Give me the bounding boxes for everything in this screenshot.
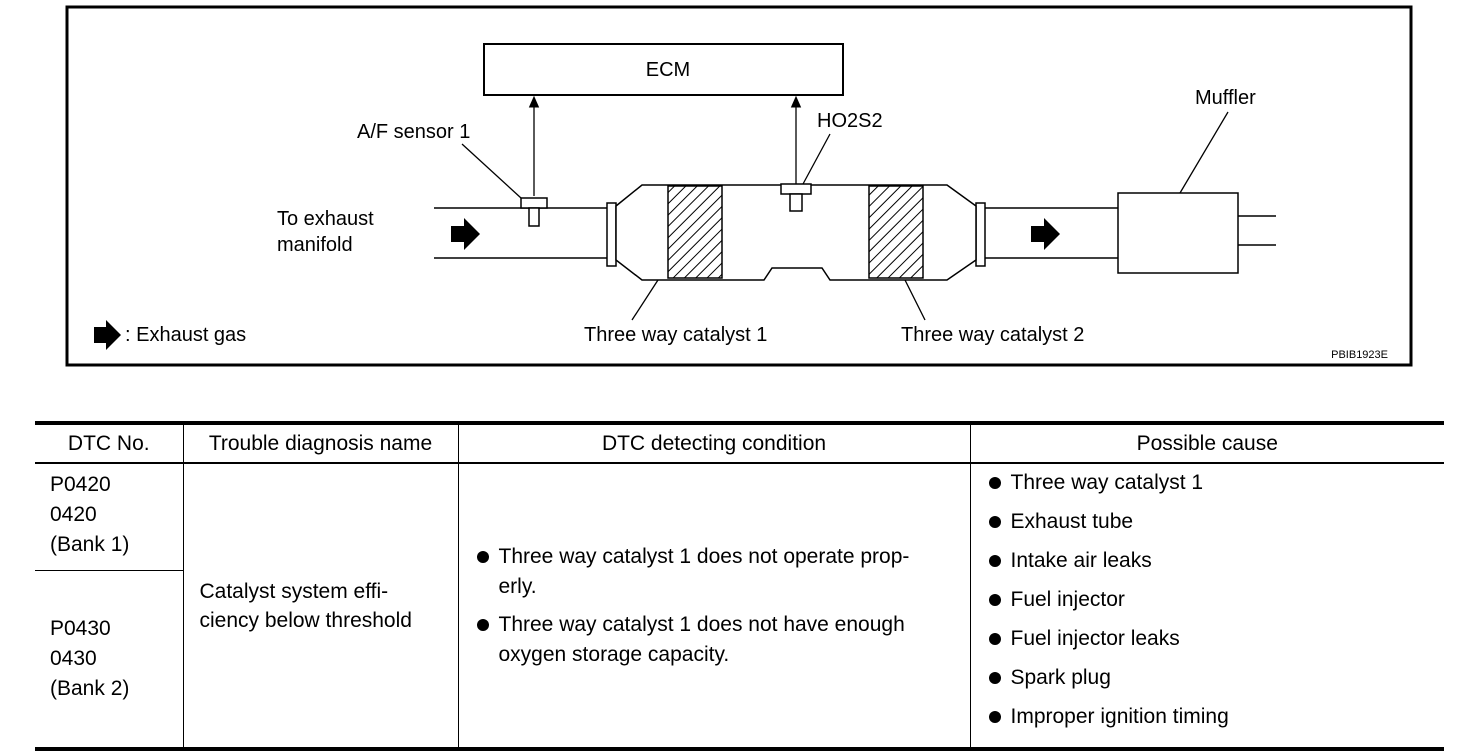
exhaust-system-diagram: ECM A/F sensor 1 HO2S2 Muffler To exhaus… (65, 5, 1413, 367)
dtc-number-bank1: P0420 0420 (Bank 1) (35, 463, 184, 571)
af-sensor-leader (461, 143, 522, 199)
dtc-code: P0420 (50, 473, 111, 496)
to-exhaust-label-line1: To exhaust (277, 208, 374, 230)
dtc-code-short: 0430 (50, 647, 97, 670)
catalyst-2-element (868, 185, 924, 279)
arrow-right-icon (94, 320, 121, 350)
catalyst-1-leader (631, 279, 659, 321)
header-diagnosis-name: Trouble diagnosis name (182, 423, 459, 463)
arrow-right-icon (451, 218, 480, 250)
condition-item: Three way catalyst 1 does not operate pr… (475, 542, 960, 602)
cause-item: Fuel injector leaks (987, 626, 1445, 652)
cause-item: Improper ignition timing (987, 704, 1445, 730)
condition-text: erly. (498, 574, 537, 598)
dtc-table: DTC No. Trouble diagnosis name DTC detec… (35, 421, 1444, 751)
cause-item: Spark plug (987, 665, 1445, 691)
catalyst-2-label: Three way catalyst 2 (901, 324, 1084, 346)
dtc-code-short: 0420 (50, 503, 97, 526)
table-header-row: DTC No. Trouble diagnosis name DTC detec… (35, 423, 1444, 463)
outlet-flange (975, 202, 986, 267)
cause-item: Fuel injector (987, 587, 1445, 613)
figure-code: PBIB1923E (1331, 349, 1388, 361)
diagnosis-name-cell: Catalyst system effi- ciency below thres… (182, 463, 459, 749)
detecting-condition-cell: Three way catalyst 1 does not operate pr… (457, 463, 971, 749)
ho2s2-label: HO2S2 (817, 110, 883, 132)
condition-text: oxygen storage capacity. (498, 642, 730, 666)
cause-item: Three way catalyst 1 (987, 470, 1445, 496)
af-sensor-label: A/F sensor 1 (357, 121, 470, 143)
catalyst-1-element (667, 185, 723, 279)
ecm-box (483, 43, 844, 96)
diagram-frame (65, 5, 1413, 367)
possible-cause-cell: Three way catalyst 1 Exhaust tube Intake… (969, 463, 1445, 749)
inlet-flange (606, 202, 617, 267)
legend-label: : Exhaust gas (125, 324, 246, 346)
muffler-label: Muffler (1195, 87, 1256, 109)
muffler-box (1117, 192, 1239, 274)
header-detecting-condition: DTC detecting condition (457, 423, 971, 463)
condition-text: Three way catalyst 1 does not operate pr… (498, 544, 910, 568)
af-sensor-shape (520, 197, 548, 227)
to-exhaust-label-line2: manifold (277, 234, 353, 256)
diagnosis-name-line: Catalyst system effi- (199, 579, 389, 603)
muffler-leader (1179, 111, 1229, 194)
dtc-bank: (Bank 1) (50, 533, 130, 556)
dtc-code: P0430 (50, 617, 111, 640)
table-row: P0420 0420 (Bank 1) Catalyst system effi… (35, 463, 1444, 749)
cause-item: Exhaust tube (987, 509, 1445, 535)
dtc-number-bank2: P0430 0430 (Bank 2) (35, 570, 184, 749)
catalyst-2-leader (904, 279, 926, 321)
header-possible-cause: Possible cause (969, 423, 1444, 463)
diagnosis-name-line: ciency below threshold (199, 608, 412, 632)
dtc-bank: (Bank 2) (50, 677, 130, 700)
arrow-right-icon (1031, 218, 1060, 250)
condition-text: Three way catalyst 1 does not have enoug… (498, 612, 905, 636)
ho2s2-sensor-shape (780, 183, 812, 212)
condition-item: Three way catalyst 1 does not have enoug… (475, 610, 960, 670)
header-dtc-no: DTC No. (35, 423, 184, 463)
ho2s2-leader (802, 133, 831, 185)
cause-item: Intake air leaks (987, 548, 1445, 574)
ecm-label: ECM (646, 59, 690, 81)
catalyst-1-label: Three way catalyst 1 (584, 324, 767, 346)
